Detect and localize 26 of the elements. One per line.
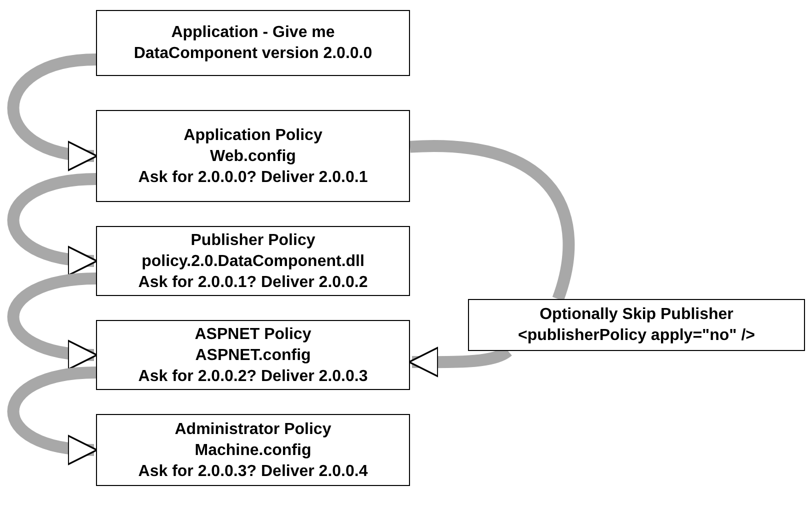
box-text: ASPNET.config <box>195 346 311 366</box>
curved-arrow <box>7 54 98 170</box>
process-box <box>96 226 410 296</box>
box-text: Publisher Policy <box>190 230 316 250</box>
box-text: <publisherPolicy apply="no" /> <box>518 326 755 346</box>
box-text: Machine.config <box>194 440 312 460</box>
process-box <box>96 320 410 390</box>
box-text: Web.config <box>210 146 296 166</box>
process-box <box>468 299 805 351</box>
box-text: policy.2.0.DataComponent.dll <box>142 252 364 272</box>
box-text: Ask for 2.0.0.0? Deliver 2.0.0.1 <box>138 168 368 188</box>
process-box <box>96 10 410 76</box>
box-text: Ask for 2.0.0.2? Deliver 2.0.0.3 <box>138 366 368 386</box>
curved-arrow <box>7 366 98 464</box>
process-box <box>96 414 410 486</box>
box-text: Application Policy <box>184 126 322 146</box>
box-text: Application - Give me DataComponent version 2.0.0.0 <box>132 23 374 64</box>
curved-arrow <box>7 173 98 275</box>
process-box <box>96 110 410 202</box>
box-text: Optionally Skip Publisher <box>540 305 734 325</box>
curved-arrow <box>408 346 512 378</box>
box-text: Administrator Policy <box>174 420 332 440</box>
box-text: Ask for 2.0.0.3? Deliver 2.0.0.4 <box>138 462 368 482</box>
box-text: ASPNET Policy <box>194 324 312 344</box>
curved-arrow <box>7 272 98 369</box>
box-text: Ask for 2.0.0.1? Deliver 2.0.0.2 <box>138 272 368 292</box>
